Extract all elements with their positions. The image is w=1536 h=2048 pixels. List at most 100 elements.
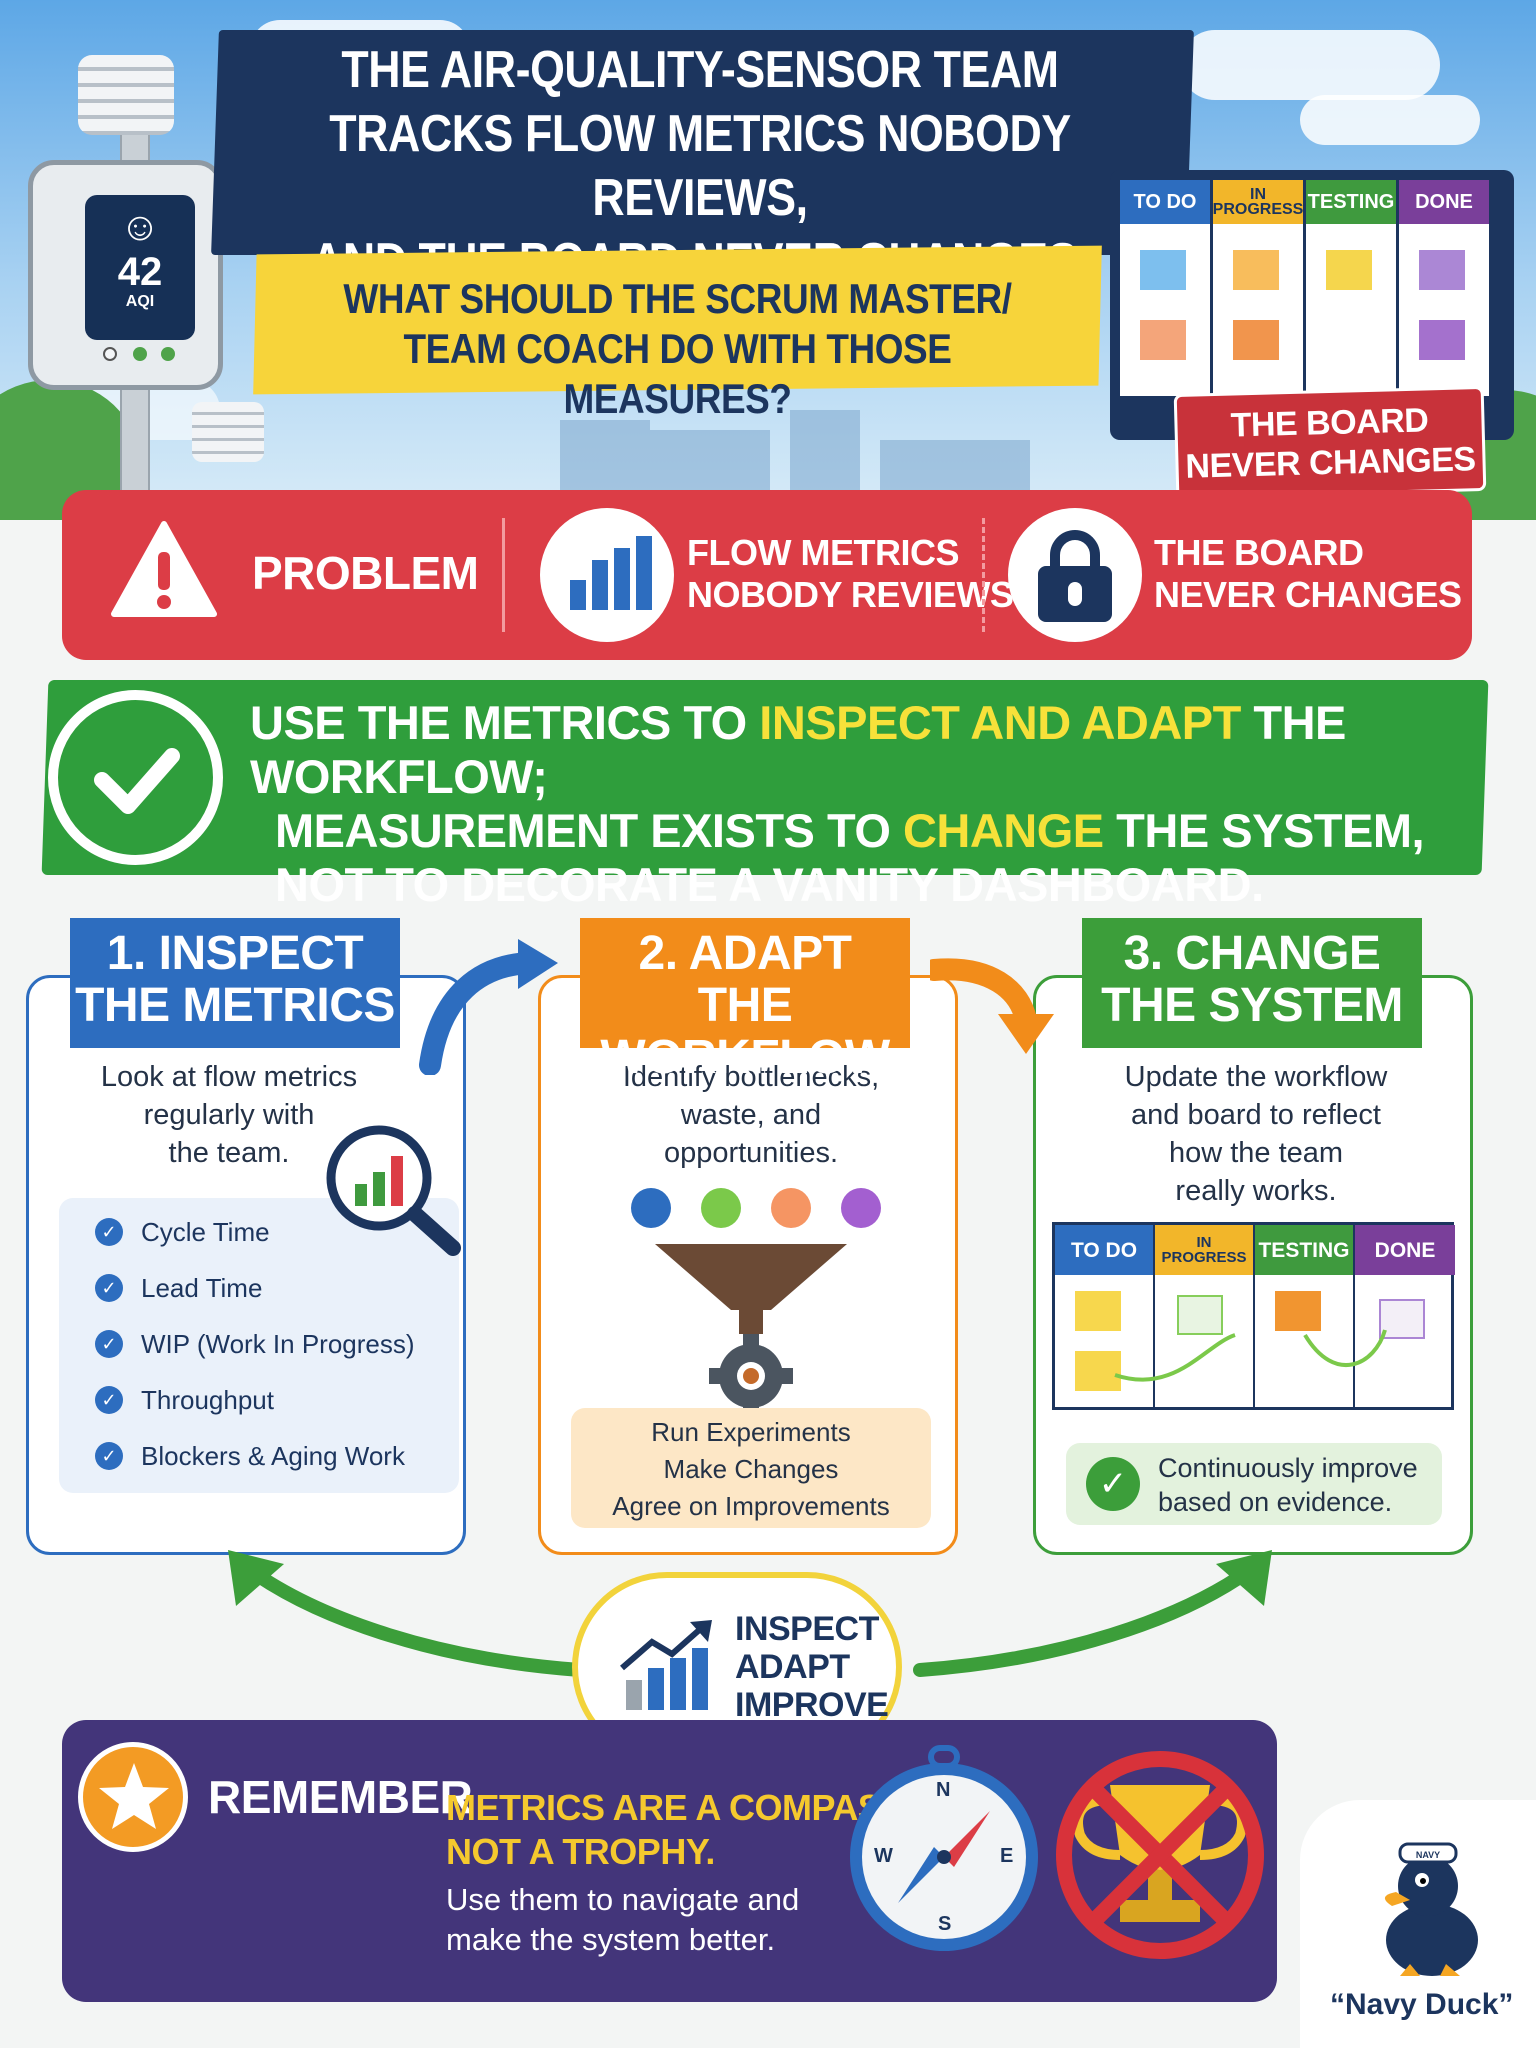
checklist-label: Blockers & Aging Work [141,1440,405,1471]
cycle-line: INSPECT [735,1610,879,1648]
title-line: THE SYSTEM [1101,979,1403,1032]
column-header: TESTING [1255,1225,1353,1275]
arrow-to-adapt [419,939,558,1075]
title-line: TRACKS FLOW METRICS NOBODY REVIEWS, [329,105,1071,227]
solution-text: NOT TO DECORATE A VANITY DASHBOARD. [275,858,1264,911]
flow-arrows [1114,1329,1387,1382]
improve-line: Continuously improve [1158,1453,1418,1483]
board-column: IN PROGRESS [1213,180,1303,396]
action-item: Run Experiments [651,1417,851,1447]
checklist-item: ✓WIP (Work In Progress) [95,1316,459,1372]
improve-line: based on evidence. [1158,1487,1393,1517]
problem-item-metrics: FLOW METRICS NOBODY REVIEWS [687,532,1014,616]
step-inspect-title: 1. INSPECT THE METRICS [70,918,400,1048]
navy-duck-mascot: NAVY [1384,1842,1478,1976]
magnifier-chart-icon [326,1125,461,1256]
bar-chart-icon [540,508,674,642]
adapt-actions: Run Experiments Make Changes Agree on Im… [571,1408,931,1528]
desc-line: the team. [168,1137,290,1169]
remember-body: Use them to navigate and make the system… [446,1880,799,1960]
remember-label: REMEMBER [208,1771,473,1823]
desc-line: how the team [1168,1137,1344,1169]
check-icon: ✓ [95,1386,123,1414]
arrow-to-change [930,958,1054,1054]
checklist-label: Throughput [141,1384,274,1415]
divider [982,518,985,632]
solution-text: MEASUREMENT EXISTS TO [275,804,903,857]
checklist-item: ✓Blockers & Aging Work [95,1428,459,1484]
title-line: THE AIR-QUALITY-SENSOR TEAM [341,41,1059,99]
compass-north: N [936,1779,951,1801]
solution-text: THE WORKFLOW; [250,696,1346,803]
remember-panel [62,1720,1277,2002]
title-line: 1. INSPECT [106,927,364,980]
problem-line: NEVER CHANGES [1154,574,1462,615]
check-icon: ✓ [95,1274,123,1302]
problem-item-board: THE BOARD NEVER CHANGES [1154,532,1462,616]
desc-line: Look at flow metrics [100,1061,358,1093]
solution-text: THE SYSTEM, [1103,804,1425,857]
metrics-checklist: ✓Cycle Time ✓Lead Time ✓WIP (Work In Pro… [59,1198,459,1493]
crossed-trophy-icon [1056,1751,1264,1959]
check-icon: ✓ [95,1330,123,1358]
step-change-title: 3. CHANGE THE SYSTEM [1082,918,1422,1048]
sensor-radiation-shield [78,55,174,135]
board-never-changes-badge: THE BOARD NEVER CHANGES [1173,385,1487,500]
problem-line: NOBODY REVIEWS [687,574,1014,615]
column-header: IN PROGRESS [1155,1225,1253,1275]
title-line: 2. ADAPT [638,927,852,980]
cycle-line: ADAPT [735,1648,850,1686]
check-icon [48,690,223,865]
checklist-label: Lead Time [141,1272,263,1303]
problem-line: THE BOARD [1154,532,1364,573]
highlight-line: METRICS ARE A COMPASS, [446,1787,915,1828]
check-icon: ✓ [1086,1457,1140,1511]
desc-line: Identify bottlenecks, [622,1061,880,1093]
question-line: TEAM COACH DO WITH THOSE MEASURES? [403,325,952,422]
body-line: make the system better. [446,1922,776,1957]
cycle-arrows [228,1550,1272,1677]
smile-icon: ☺ [119,205,161,249]
solution-highlight: CHANGE [902,804,1104,857]
board-column: TO DO [1120,180,1210,396]
lock-icon [1008,508,1142,642]
question-text: WHAT SHOULD THE SCRUM MASTER/ TEAM COACH… [306,274,1050,424]
desc-line: opportunities. [663,1137,839,1169]
funnel-gear-icon [655,1244,847,1418]
board-column: TO DO [1055,1225,1155,1407]
step-adapt-title: 2. ADAPT THE WORKFLOW [580,918,910,1084]
desc-line: regularly with [143,1099,315,1131]
compass-south: S [938,1913,952,1935]
title-line: 3. CHANGE [1123,927,1381,980]
solution-highlight: INSPECT AND ADAPT [759,696,1241,749]
solution-text: USE THE METRICS TO [250,696,760,749]
question-line: WHAT SHOULD THE SCRUM MASTER/ [343,275,1012,322]
action-item: Make Changes [663,1454,839,1484]
column-header: DONE [1399,180,1489,224]
aqi-unit: AQI [125,293,155,310]
compass-west: W [874,1845,893,1867]
step-inspect-card: Look at flow metrics regularly with the … [26,975,466,1555]
column-header: TO DO [1120,180,1210,224]
problem-line: FLOW METRICS [687,532,959,573]
checklist-item: ✓ Throughput [95,1372,459,1428]
board-column: TESTING [1255,1225,1355,1407]
improve-note: ✓ Continuously improve based on evidence… [1066,1443,1442,1525]
desc-line: and board to reflect [1131,1099,1381,1131]
inputs-dots [631,1188,881,1228]
title-line: THE METRICS [75,979,395,1032]
step-description: Look at flow metrics regularly with the … [69,1058,389,1172]
divider [502,518,505,632]
highlight-line: NOT A TROPHY. [446,1831,715,1872]
star-icon [78,1742,188,1852]
remember-highlight: METRICS ARE A COMPASS, NOT A TROPHY. [446,1786,915,1874]
desc-line: really works. [1175,1175,1337,1207]
improve-text: Continuously improve based on evidence. [1158,1451,1418,1519]
solution-statement: USE THE METRICS TO INSPECT AND ADAPT THE… [250,696,1450,912]
checklist-item: ✓ Lead Time [95,1260,459,1316]
step-description: Identify bottlenecks, waste, and opportu… [571,1058,931,1172]
growth-chart-icon [620,1620,712,1710]
sensor-display: ☺ 42 AQI [85,195,195,340]
action-item: Agree on Improvements [612,1491,890,1521]
problem-label: PROBLEM [252,547,479,599]
